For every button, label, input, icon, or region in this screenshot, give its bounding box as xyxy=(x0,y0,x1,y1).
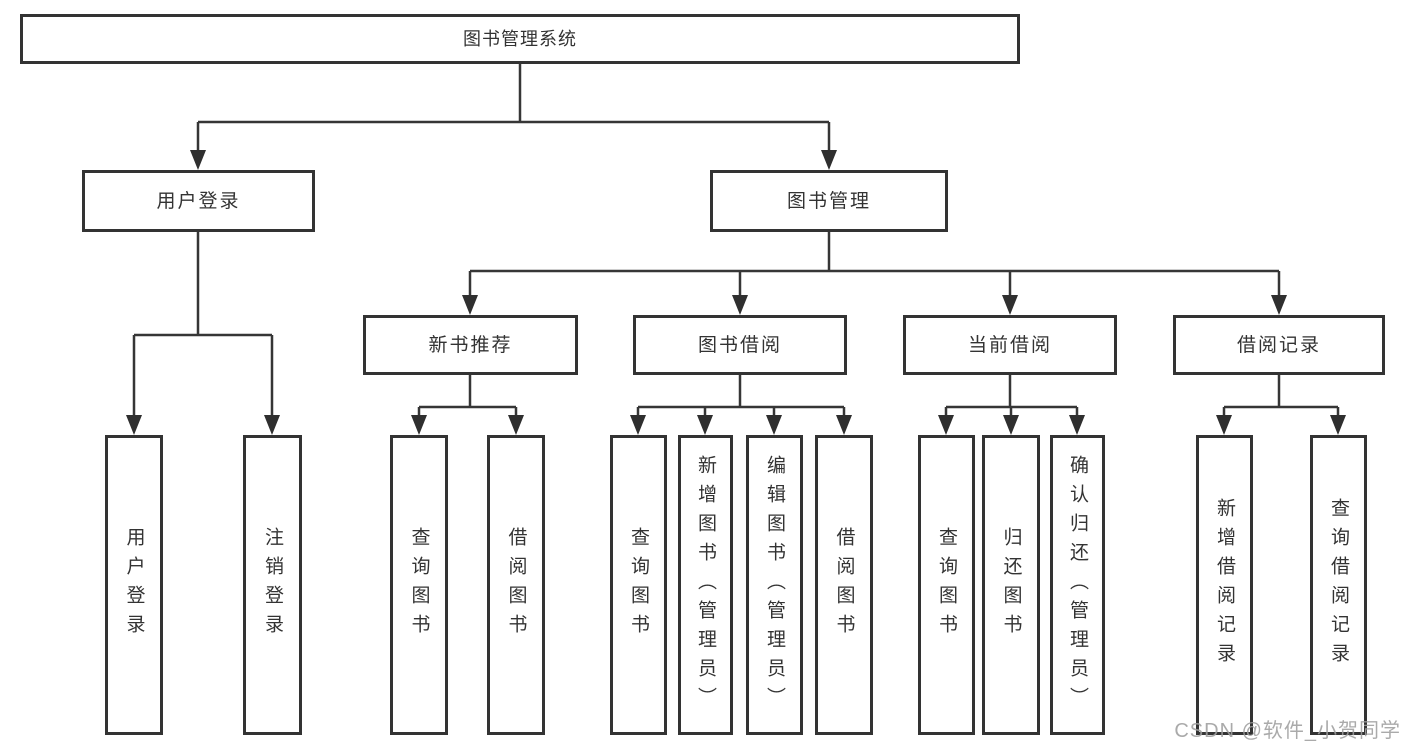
connector-borrow-records-children xyxy=(1216,375,1346,435)
leaf-borrow-books: 借阅图书 xyxy=(815,435,873,735)
node-user-login-module: 用户登录 xyxy=(82,170,315,232)
leaf-query-books-borrow: 查询图书 xyxy=(610,435,667,735)
leaf-add-books-admin: 新增图书（管理员） xyxy=(678,435,733,735)
node-new-book-recommendation: 新书推荐 xyxy=(363,315,578,375)
connector-user-login-children xyxy=(126,232,280,435)
connector-new-book-rec-children xyxy=(411,375,524,435)
connector-current-borrow-children xyxy=(938,375,1085,435)
node-current-borrowing: 当前借阅 xyxy=(903,315,1117,375)
node-root-system: 图书管理系统 xyxy=(20,14,1020,64)
leaf-query-books-current: 查询图书 xyxy=(918,435,975,735)
connector-book-borrow-children xyxy=(630,375,852,435)
node-book-borrowing: 图书借阅 xyxy=(633,315,847,375)
leaf-confirm-return-admin: 确认归还（管理员） xyxy=(1050,435,1105,735)
leaf-add-borrow-record: 新增借阅记录 xyxy=(1196,435,1253,735)
leaf-return-books: 归还图书 xyxy=(982,435,1040,735)
leaf-query-books-rec: 查询图书 xyxy=(390,435,448,735)
connector-book-mgmt-children xyxy=(462,232,1287,315)
leaf-edit-books-admin: 编辑图书（管理员） xyxy=(746,435,803,735)
leaf-logout: 注销登录 xyxy=(243,435,302,735)
leaf-query-borrow-record: 查询借阅记录 xyxy=(1310,435,1367,735)
leaf-borrow-books-rec: 借阅图书 xyxy=(487,435,545,735)
node-book-management-module: 图书管理 xyxy=(710,170,948,232)
node-borrowing-records: 借阅记录 xyxy=(1173,315,1385,375)
leaf-user-login: 用户登录 xyxy=(105,435,163,735)
connector-root-children xyxy=(190,64,837,170)
